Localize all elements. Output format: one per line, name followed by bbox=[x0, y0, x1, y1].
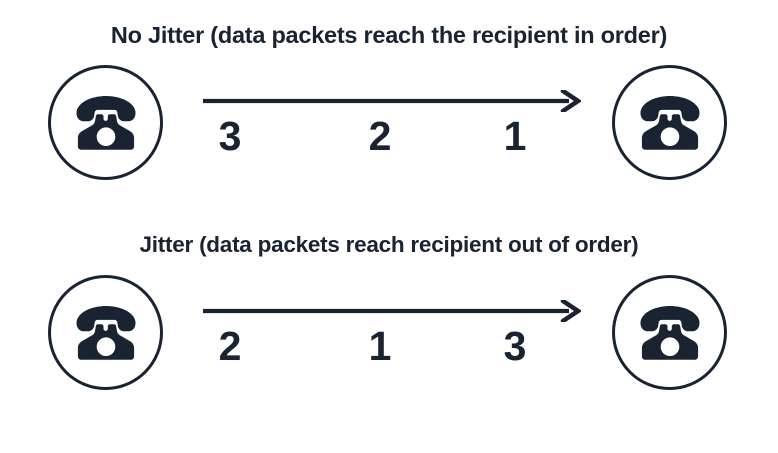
packet-flow: 3 2 1 bbox=[0, 62, 778, 197]
packet-number: 1 bbox=[368, 323, 392, 369]
packet-number: 3 bbox=[503, 323, 527, 369]
section-jitter: Jitter (data packets reach recipient out… bbox=[0, 228, 778, 407]
section-title: Jitter (data packets reach recipient out… bbox=[139, 232, 639, 257]
arrow-right-icon bbox=[203, 90, 581, 112]
sender-phone-badge bbox=[48, 275, 163, 390]
section-no-jitter: No Jitter (data packets reach the recipi… bbox=[0, 18, 778, 197]
packet-number: 3 bbox=[218, 113, 242, 159]
packet-number: 2 bbox=[218, 323, 242, 369]
sender-phone-badge bbox=[48, 65, 163, 180]
receiver-phone-badge bbox=[612, 65, 727, 180]
section-title: No Jitter (data packets reach the recipi… bbox=[110, 22, 668, 48]
packet-number: 1 bbox=[503, 113, 527, 159]
packet-number: 2 bbox=[368, 113, 392, 159]
packet-flow: 2 1 3 bbox=[0, 272, 778, 407]
packet-sequence: 2 1 3 bbox=[203, 320, 581, 376]
receiver-phone-badge bbox=[612, 275, 727, 390]
packet-sequence: 3 2 1 bbox=[203, 110, 581, 166]
arrow-right-icon bbox=[203, 300, 581, 322]
